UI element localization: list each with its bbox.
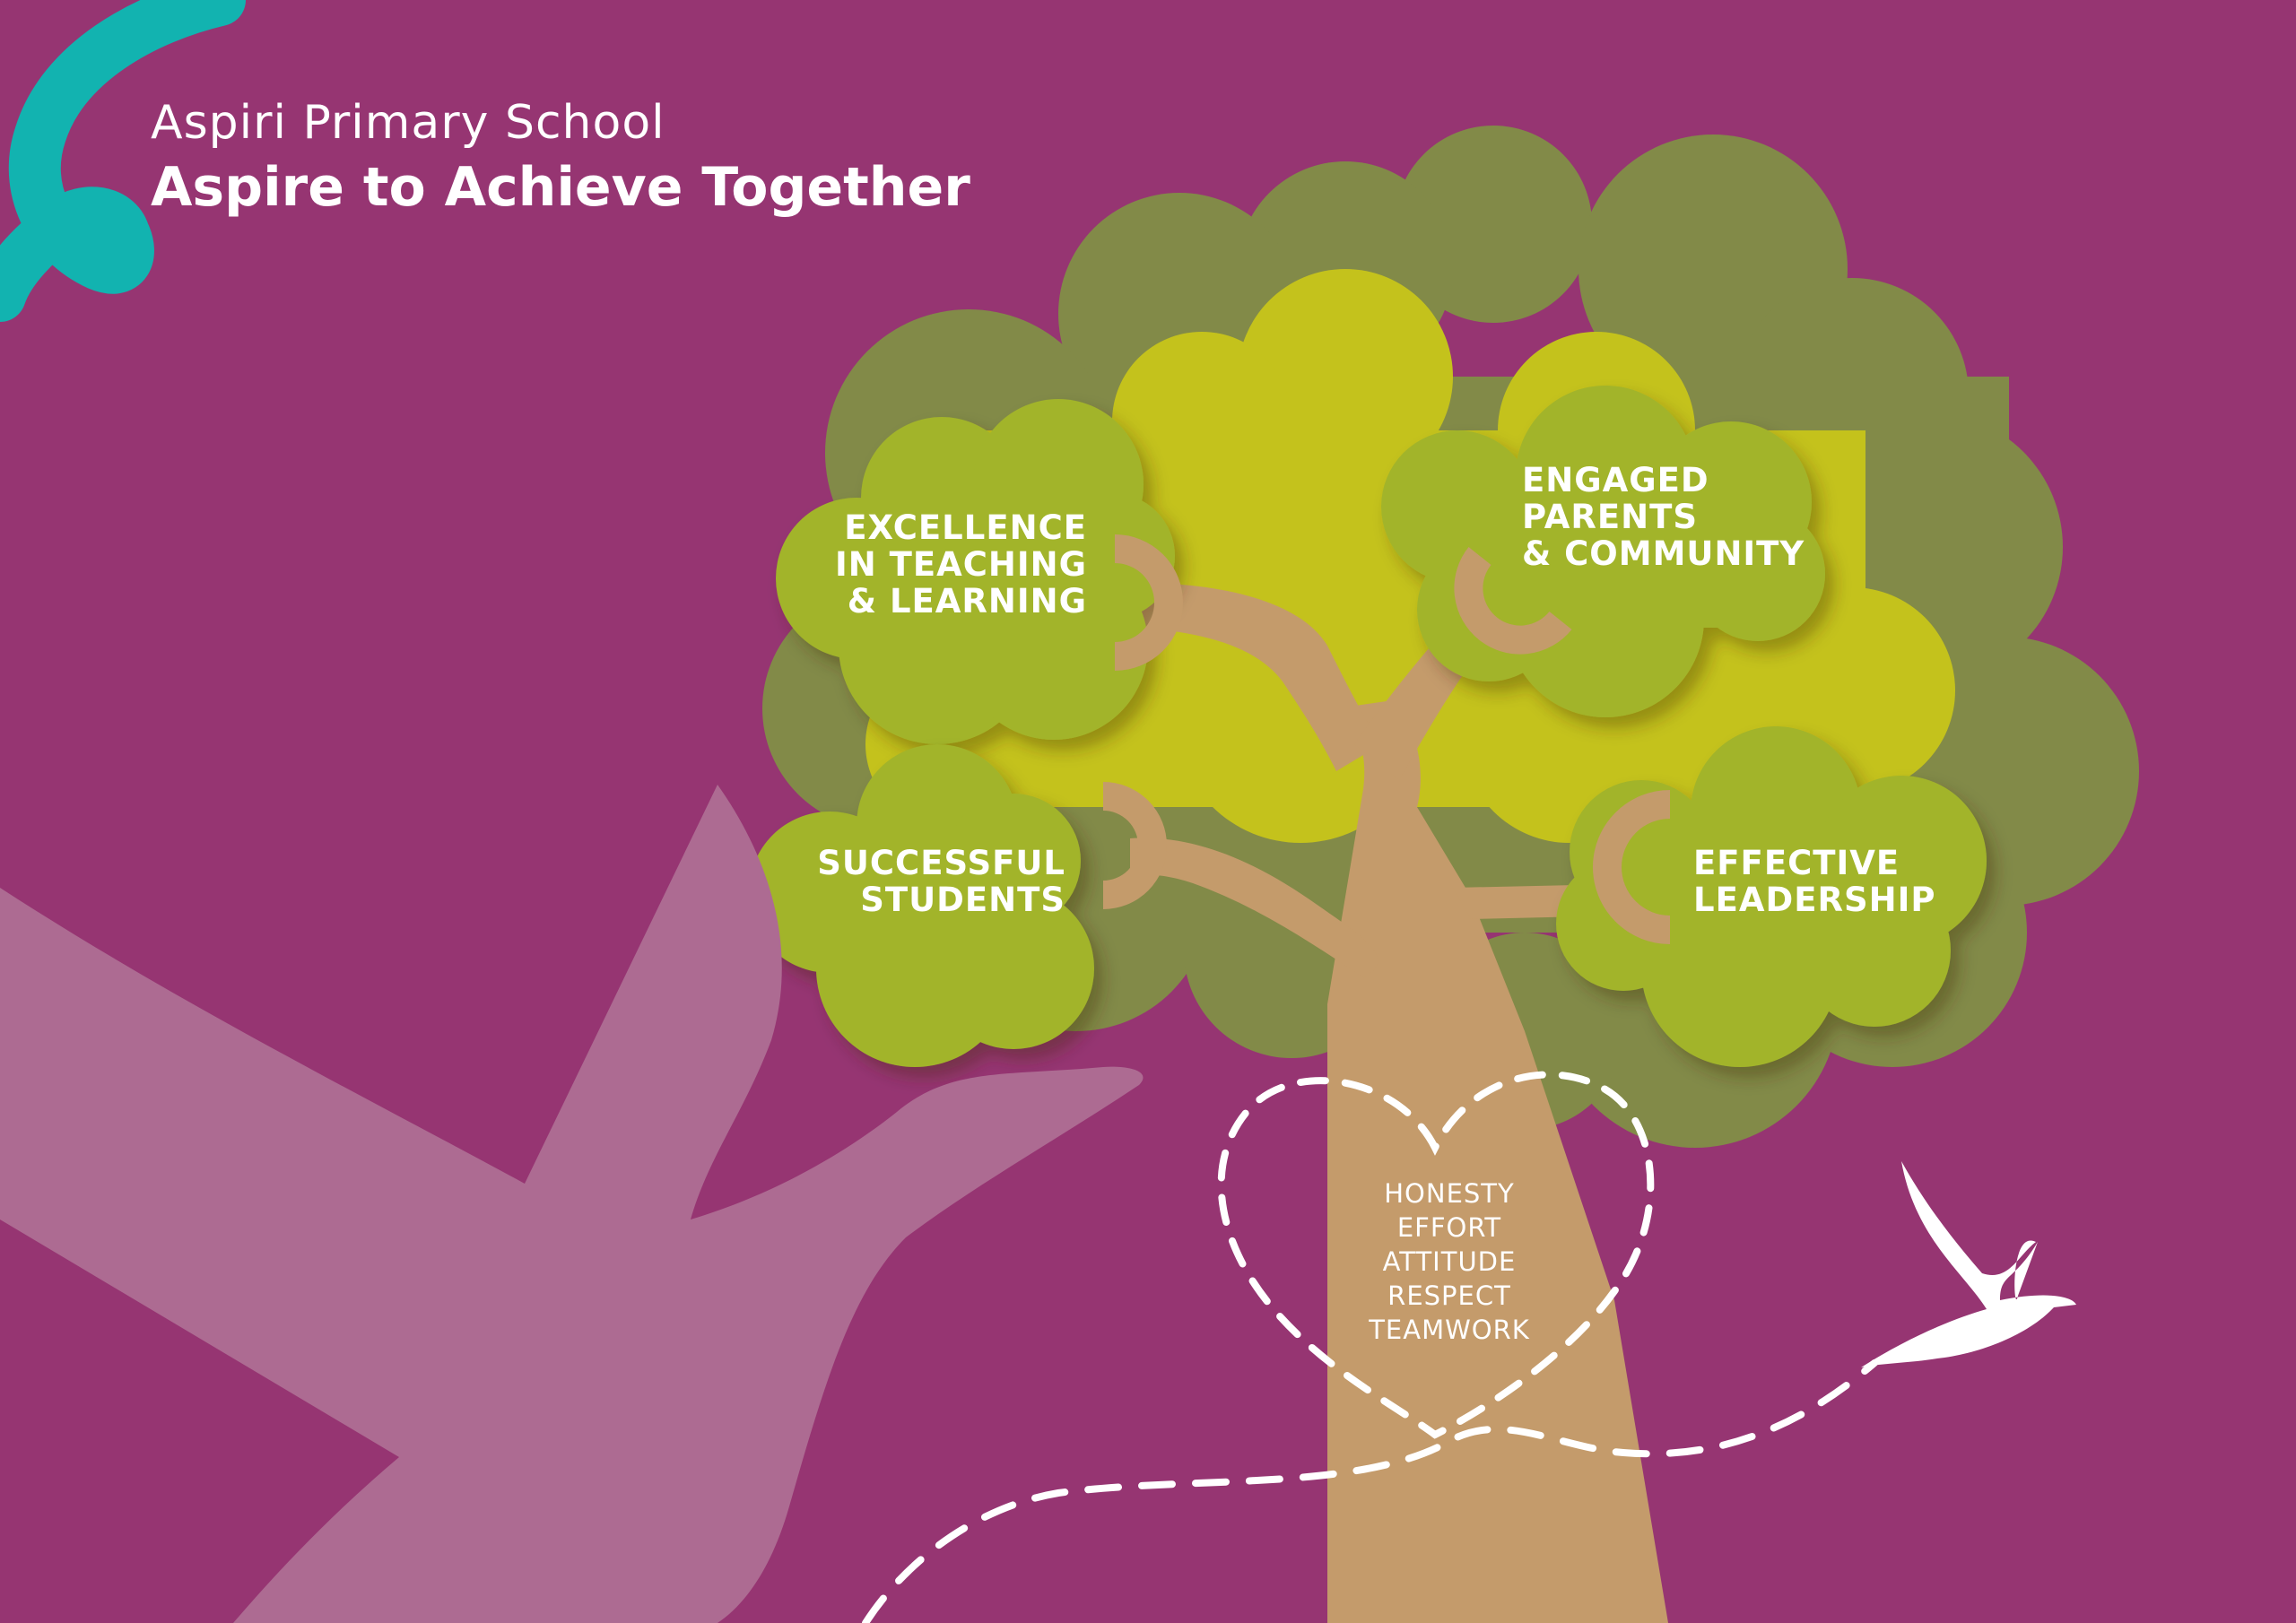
hand-silhouette: [0, 785, 1144, 1623]
teal-swirl-icon: [0, 0, 246, 322]
value-item: RESPECT: [1387, 1280, 1511, 1311]
value-item: HONESTY: [1384, 1178, 1515, 1209]
value-item: TEAMWORK: [1369, 1315, 1530, 1345]
motto: Aspire to Achieve Together: [151, 156, 970, 219]
leaf-cloud-teaching: [776, 399, 1175, 744]
branch-label-line: STUDENTS: [860, 881, 1065, 919]
bird-icon: [1861, 1161, 2076, 1367]
tree-trunk: [1130, 583, 1668, 1623]
flight-path: [862, 1359, 1878, 1623]
leaf-cloud-students: [749, 744, 1094, 1067]
values-list: HONESTY EFFORT ATTITUDE RESPECT TEAMWORK: [1333, 1176, 1566, 1347]
branch-label-line: & COMMUNITY: [1522, 534, 1805, 573]
branch-label-line: LEADERSHIP: [1693, 881, 1936, 919]
branch-label-excellence: EXCELLENCE IN TEACHING & LEARNING: [771, 509, 1087, 620]
branch-label-engaged: ENGAGED PARENTS & COMMUNITY: [1522, 462, 1827, 572]
value-item: EFFORT: [1396, 1212, 1502, 1243]
branch-label-line: ENGAGED: [1522, 461, 1709, 499]
branch-label-line: EFFECTIVE: [1693, 844, 1900, 882]
leaf-cloud-leadership: [1556, 726, 1987, 1067]
branch-label-line: SUCCESSFUL: [817, 844, 1065, 882]
header: Aspiri Primary School Aspire to Achieve …: [151, 91, 970, 221]
branch-label-line: IN TEACHING: [835, 545, 1087, 584]
branch-cups: [1102, 534, 1671, 944]
branch-label-effective: EFFECTIVE LEADERSHIP: [1693, 845, 1962, 918]
value-item: ATTITUDE: [1382, 1246, 1517, 1277]
branch-label-line: PARENTS: [1522, 498, 1698, 536]
branch-label-line: EXCELLENCE: [844, 508, 1087, 547]
branch-label-line: & LEARNING: [847, 582, 1087, 621]
heart-dashed-outline: [1217, 1071, 1655, 1439]
branch-label-successful: SUCCESSFUL STUDENTS: [789, 845, 1065, 918]
school-name: Aspiri Primary School: [151, 96, 665, 150]
